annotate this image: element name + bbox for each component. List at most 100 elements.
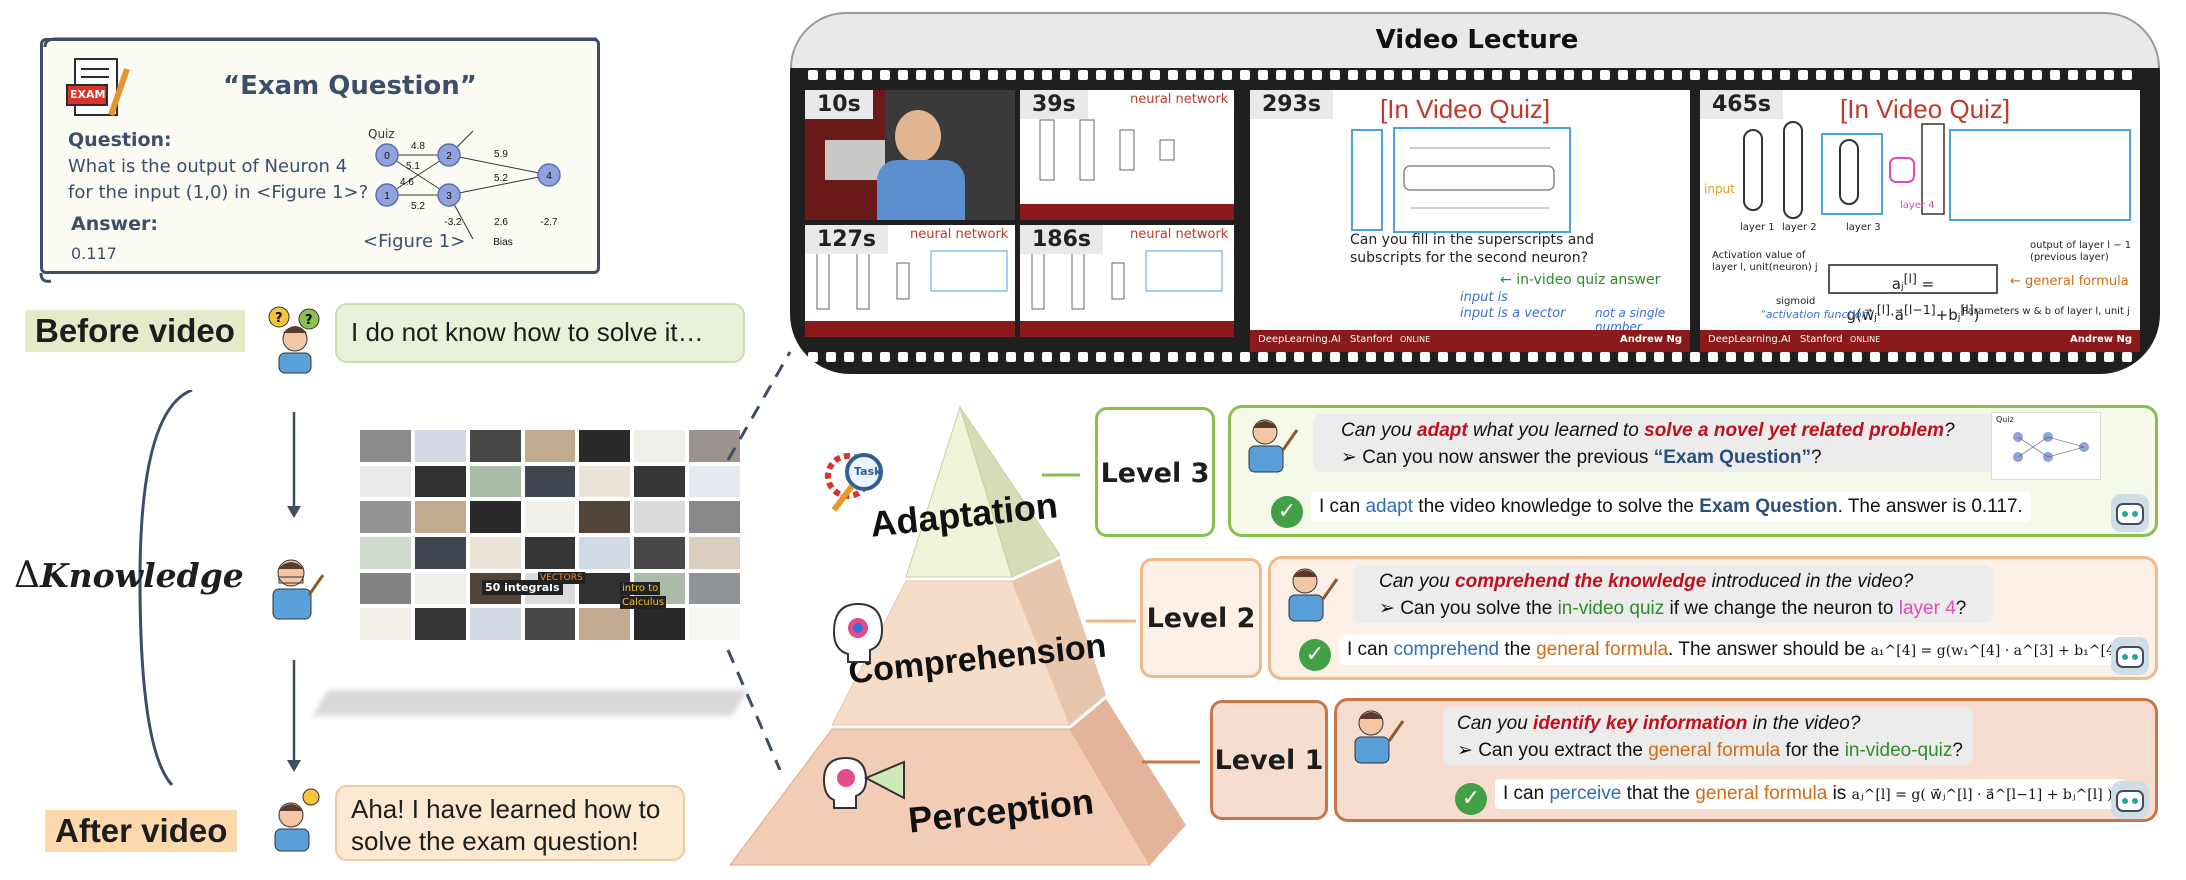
montage-thumbnail bbox=[689, 501, 740, 533]
film-perforation bbox=[1384, 352, 1394, 362]
film-perforation bbox=[1672, 352, 1682, 362]
film-perforation bbox=[1636, 70, 1646, 80]
film-perforation bbox=[1906, 352, 1916, 362]
film-perforation bbox=[1078, 352, 1088, 362]
montage-thumbnail bbox=[360, 465, 411, 498]
film-perforation bbox=[1924, 70, 1934, 80]
film-perforation bbox=[1852, 70, 1862, 80]
level-1-subquestion: ➢ Can you extract the general formula fo… bbox=[1457, 740, 1963, 761]
film-perforation bbox=[1726, 70, 1736, 80]
footer-online: ONLINE bbox=[1400, 335, 1431, 344]
after-video-tag: After video bbox=[45, 810, 238, 852]
film-perforation bbox=[1654, 352, 1664, 362]
layer-label: layer 3 bbox=[1846, 222, 1881, 233]
montage-thumbnail bbox=[360, 536, 411, 569]
neuron-4 bbox=[537, 163, 561, 187]
film-perforation bbox=[2086, 352, 2096, 362]
film-perforation bbox=[1582, 352, 1592, 362]
montage-thumbnail bbox=[414, 465, 466, 498]
montage-thumbnail bbox=[579, 501, 631, 533]
montage-thumbnail bbox=[360, 501, 411, 533]
film-perforation bbox=[1006, 352, 1016, 362]
film-perforation bbox=[1114, 352, 1124, 362]
level-1-tag: Level 1 bbox=[1210, 700, 1328, 820]
film-perforation bbox=[934, 352, 944, 362]
montage-thumbnail bbox=[689, 536, 740, 569]
film-perforation bbox=[1168, 70, 1178, 80]
output-label-1: output of layer l − 1 bbox=[2030, 240, 2132, 251]
quiz-text-line-2: subscripts for the second neuron? bbox=[1350, 250, 1588, 266]
film-perforation bbox=[1474, 70, 1484, 80]
slide-footer bbox=[805, 321, 1015, 337]
film-perforation bbox=[1762, 352, 1772, 362]
film-perforation bbox=[1132, 352, 1142, 362]
montage-thumbnail bbox=[524, 608, 576, 640]
frame-heading: neural network bbox=[910, 227, 1009, 242]
film-perforation bbox=[970, 70, 980, 80]
film-perforation bbox=[1456, 70, 1466, 80]
question-panel bbox=[1313, 414, 2013, 472]
film-perforation bbox=[1186, 70, 1196, 80]
film-perforation bbox=[1312, 70, 1322, 80]
film-perforation bbox=[1924, 352, 1934, 362]
knowledge-pyramid bbox=[729, 405, 1200, 866]
after-bubble-line-1: Aha! I have learned how to bbox=[351, 794, 661, 824]
film-perforation bbox=[1132, 70, 1142, 80]
quiz-diagram bbox=[1351, 127, 1571, 233]
level-2-answer: I can comprehend the general formula. Th… bbox=[1339, 635, 2139, 665]
node-label: 3 bbox=[446, 191, 452, 202]
before-speech-bubble: I do not know how to solve it… bbox=[335, 303, 745, 363]
footer-brand: DeepLearning.AI bbox=[1258, 334, 1341, 345]
film-perforation bbox=[1204, 70, 1214, 80]
level-1-answer: I can perceive that the general formula … bbox=[1495, 779, 2126, 809]
film-perforation bbox=[1240, 70, 1250, 80]
film-perforation bbox=[1204, 352, 1214, 362]
montage-thumbnail bbox=[579, 465, 631, 498]
film-perforation bbox=[988, 70, 998, 80]
film-perforation bbox=[1528, 70, 1538, 80]
film-perforation bbox=[1870, 352, 1880, 362]
film-perforation bbox=[1798, 70, 1808, 80]
question-line-2: for the input (1,0) in <Figure 1>? bbox=[68, 182, 369, 203]
film-perforation bbox=[1150, 352, 1160, 362]
delta-knowledge-label: ΔKnowledge bbox=[14, 555, 244, 596]
film-perforation bbox=[1402, 70, 1412, 80]
general-formula-label: ← general formula bbox=[2010, 274, 2129, 289]
film-perforation bbox=[1708, 70, 1718, 80]
film-perforation bbox=[952, 352, 962, 362]
film-perforation bbox=[1834, 352, 1844, 362]
montage-thumbnail bbox=[469, 465, 521, 498]
frame-heading: neural network bbox=[1130, 227, 1229, 242]
exam-title: “Exam Question” bbox=[223, 71, 477, 101]
film-perforation bbox=[1510, 352, 1520, 362]
montage-thumbnail bbox=[360, 572, 411, 605]
montage-thumbnail bbox=[579, 536, 631, 569]
level-3-answer: I can adapt the video knowledge to solve… bbox=[1311, 492, 2031, 522]
montage-thumbnail bbox=[360, 430, 411, 462]
exam-badge-label: EXAM bbox=[70, 88, 106, 101]
film-perforation bbox=[2104, 352, 2114, 362]
node-label: 4 bbox=[546, 171, 552, 182]
footer-online: ONLINE bbox=[1850, 335, 1881, 344]
film-perforation bbox=[1618, 70, 1628, 80]
output-label-2: (previous layer) bbox=[2030, 252, 2109, 263]
handwritten-note-2: input is a vector bbox=[1460, 306, 1566, 321]
question-line-1: What is the output of Neuron 4 bbox=[68, 156, 348, 177]
film-perforation bbox=[1024, 352, 1034, 362]
film-perforation bbox=[1834, 70, 1844, 80]
film-perforation bbox=[826, 70, 836, 80]
film-perforation bbox=[1546, 352, 1556, 362]
level-3-tag: Level 3 bbox=[1095, 407, 1215, 537]
film-perforation bbox=[1096, 352, 1106, 362]
quiz-label: Quiz bbox=[368, 127, 395, 141]
film-perforation bbox=[1438, 70, 1448, 80]
film-perforation bbox=[934, 70, 944, 80]
question-panel bbox=[1443, 707, 1973, 765]
film-perforation bbox=[1222, 352, 1232, 362]
frame-127s: neural network 127s bbox=[805, 225, 1015, 337]
film-perforations-bottom bbox=[808, 352, 2142, 364]
frame-186s: neural network 186s bbox=[1020, 225, 1234, 337]
footer-university: Stanford bbox=[1350, 334, 1393, 345]
film-perforation bbox=[1276, 70, 1286, 80]
film-perforation bbox=[1600, 70, 1610, 80]
